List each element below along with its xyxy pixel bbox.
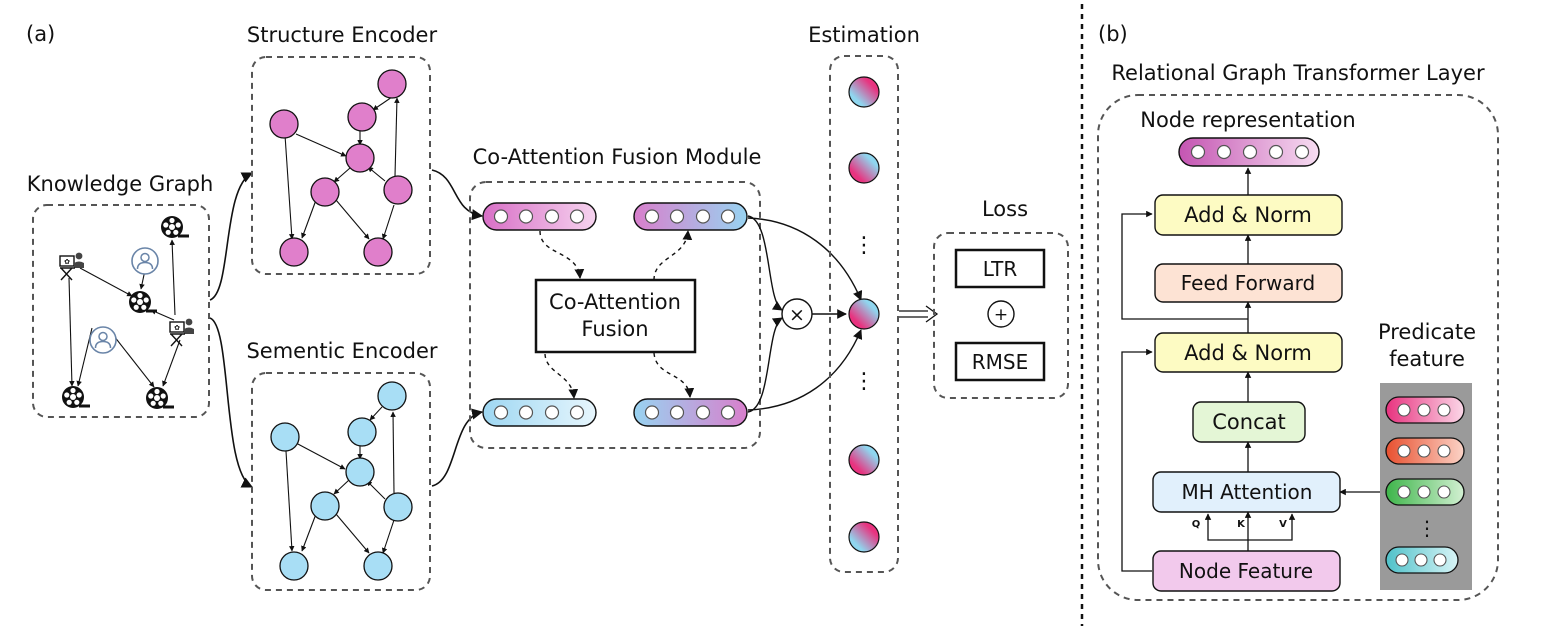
film-icon: [60, 384, 92, 410]
director-icon: [169, 317, 195, 347]
query-label: Q: [1192, 519, 1201, 530]
fusion-module-box: [469, 181, 761, 449]
estimation-scores: [848, 76, 880, 553]
add-norm-top-block: [1154, 194, 1343, 236]
semantic-encoder-box: [251, 372, 431, 591]
node-representation-title: Node representation: [1140, 108, 1356, 132]
structure-encoder-title: Structure Encoder: [247, 23, 438, 47]
film-icon: [159, 214, 191, 240]
estimation-to-loss-arrow: [899, 305, 939, 323]
add-norm-bottom-block: [1154, 332, 1343, 373]
fusion-output-arrows: [747, 215, 863, 413]
fusion-block-line2: Fusion: [581, 317, 648, 341]
predicate-feature-title-line1: Predicate: [1378, 320, 1476, 344]
ltr-loss-block: [954, 248, 1046, 289]
semantic-embedding-vector: [482, 398, 597, 427]
add-norm-bottom-label: Add & Norm: [1184, 341, 1312, 365]
rgt-flow-arrows: [1121, 167, 1380, 572]
value-label: V: [1279, 519, 1287, 530]
estimation-title: Estimation: [808, 23, 920, 47]
structure-graph: [269, 69, 413, 267]
rmse-loss-block: [954, 341, 1046, 382]
node-representation-vector: [1178, 137, 1320, 167]
kg-to-structure-arrow: [209, 172, 254, 301]
structure-to-fusion-arrow: [431, 169, 484, 221]
concat-label: Concat: [1212, 410, 1285, 434]
plus-operator: [987, 300, 1015, 328]
predicate-vector-2: [1385, 437, 1465, 465]
fusion-dashed-arrows: [539, 230, 695, 399]
fused-structure-vector: [633, 202, 748, 231]
co-attention-fusion-block: [534, 278, 697, 354]
film-icon: [144, 385, 176, 411]
plus-symbol: +: [994, 305, 1008, 325]
structure-embedding-vector: [482, 202, 597, 231]
node-feature-block: [1152, 550, 1341, 592]
predicate-feature-title-line2: feature: [1389, 347, 1465, 371]
panel-a-tag: (a): [26, 22, 55, 46]
feed-forward-label: Feed Forward: [1181, 271, 1316, 295]
multiply-symbol: ×: [789, 304, 805, 326]
knowledge-graph-title: Knowledge Graph: [27, 172, 214, 196]
add-norm-top-label: Add & Norm: [1184, 203, 1312, 227]
mh-attention-label: MH Attention: [1182, 480, 1313, 504]
estimation-dots-lower: ⋮: [853, 369, 875, 394]
rmse-label: RMSE: [972, 350, 1028, 374]
fused-semantic-vector: [633, 398, 748, 427]
panel-b-tag: (b): [1098, 22, 1128, 46]
fusion-block-line1: Co-Attention: [549, 290, 681, 314]
semantic-to-fusion-arrow: [431, 408, 484, 487]
mh-attention-block: [1152, 471, 1341, 513]
predicate-dots: ⋮: [1417, 516, 1437, 540]
director-icon: [59, 251, 85, 281]
knowledge-graph-edges: [68, 239, 181, 388]
predicate-vector-1: [1385, 396, 1465, 424]
feed-forward-block: [1154, 263, 1343, 303]
rgt-layer-box: [1097, 94, 1499, 601]
predicate-vector-4: [1385, 546, 1459, 574]
key-label: K: [1237, 519, 1246, 530]
ltr-label: LTR: [983, 257, 1018, 281]
knowledge-graph-nodes: [59, 214, 195, 411]
rgt-layer-title: Relational Graph Transformer Layer: [1111, 61, 1485, 85]
person-icon: [131, 247, 159, 275]
estimation-dots-upper: ⋮: [853, 233, 875, 258]
node-feature-label: Node Feature: [1179, 559, 1313, 583]
semantic-graph: [270, 381, 413, 581]
concat-block: [1192, 401, 1306, 443]
loss-title: Loss: [982, 197, 1028, 221]
fusion-module-title: Co-Attention Fusion Module: [473, 145, 762, 169]
semantic-encoder-title: Sementic Encoder: [246, 339, 437, 363]
kg-to-semantic-arrow: [209, 317, 253, 488]
person-icon: [89, 326, 117, 354]
film-icon: [127, 289, 159, 315]
predicate-vector-3: [1385, 478, 1465, 506]
structure-encoder-box: [251, 56, 431, 275]
